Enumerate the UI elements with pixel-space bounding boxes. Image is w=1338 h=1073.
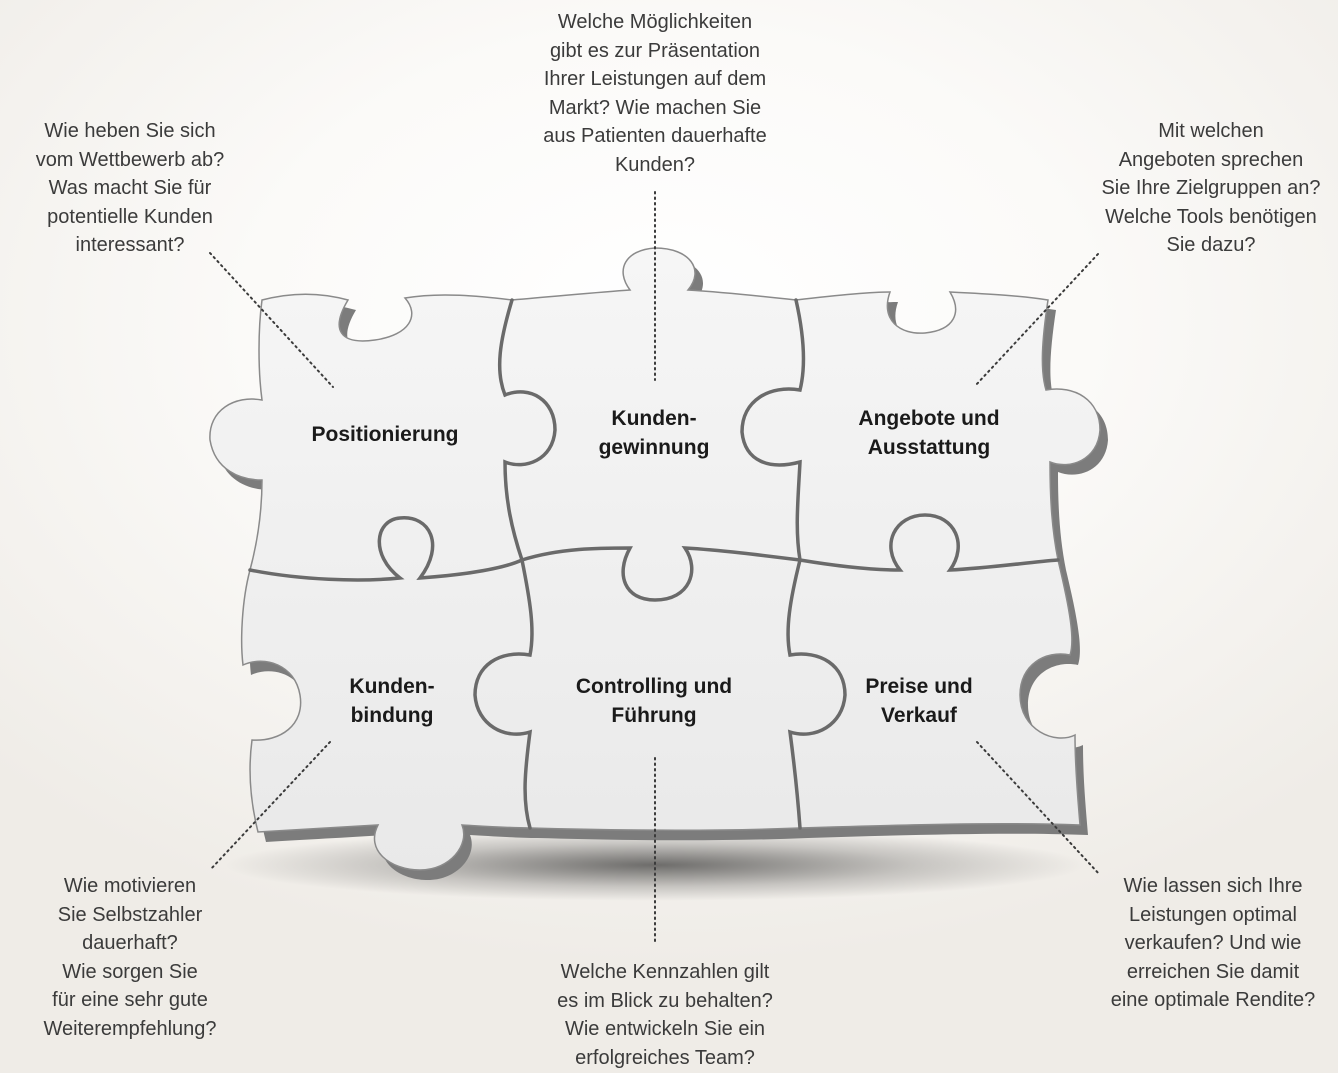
label-preise-line1: Preise und	[865, 675, 972, 698]
label-kundenbindung-line1: Kunden-	[349, 675, 434, 698]
label-angebote-line1: Angebote und	[858, 407, 999, 430]
leader-bottom-right	[976, 741, 1101, 876]
note-bottom-center: Welche Kennzahlen gilt es im Blick zu be…	[557, 961, 773, 1069]
label-kundenbindung-line2: bindung	[351, 704, 434, 727]
label-kundengewinnung-line2: gewinnung	[599, 436, 710, 459]
label-preise-line2: Verkauf	[881, 704, 958, 727]
note-top-right: Mit welchen Angeboten sprechen Sie Ihre …	[1101, 120, 1321, 256]
label-angebote-line2: Ausstattung	[868, 436, 991, 459]
leader-lines	[209, 191, 1101, 946]
label-controlling-line2: Führung	[611, 704, 696, 727]
label-positionierung: Positionierung	[312, 423, 459, 446]
leader-top-right	[974, 253, 1099, 387]
puzzle-seams	[248, 298, 1060, 830]
note-top-left: Wie heben Sie sich vom Wettbewerb ab? Wa…	[35, 120, 225, 256]
note-bottom-left: Wie motivieren Sie Selbstzahler dauerhaf…	[43, 875, 217, 1040]
label-kundengewinnung-line1: Kunden-	[611, 407, 696, 430]
label-controlling-line1: Controlling und	[576, 675, 732, 698]
puzzle-face	[209, 247, 1101, 871]
note-bottom-right: Wie lassen sich Ihre Leistungen optimal …	[1110, 875, 1316, 1011]
piece-labels: Positionierung Kunden- gewinnung Angebot…	[312, 407, 1000, 727]
note-top-center: Welche Möglichkeiten gibt es zur Präsent…	[543, 11, 767, 176]
leader-bottom-left	[209, 741, 331, 871]
